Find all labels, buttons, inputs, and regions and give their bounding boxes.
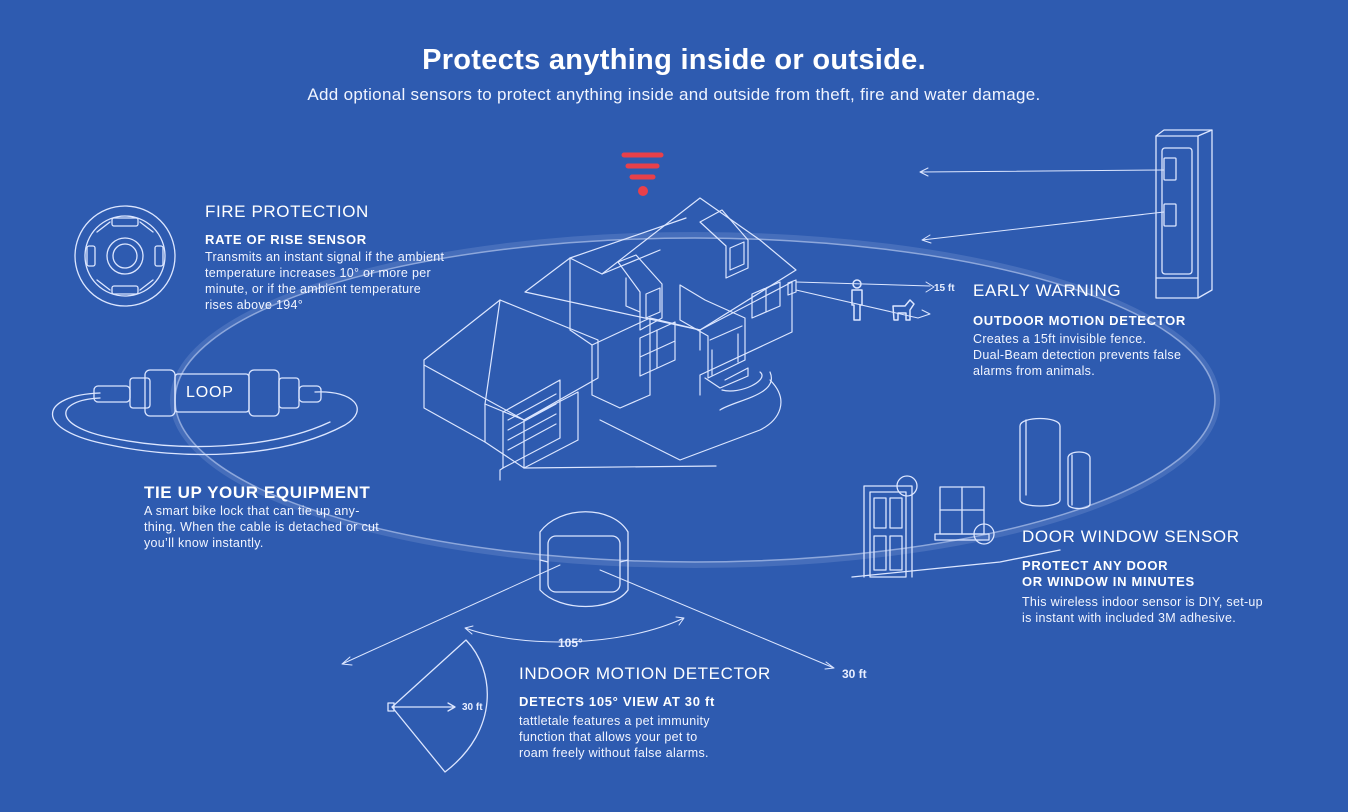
door-window-title: DOOR WINDOW SENSOR (1022, 527, 1240, 546)
window-icon (934, 486, 995, 545)
fire-title: FIRE PROTECTION (205, 202, 369, 221)
indoor-motion-line-2: function that allows your pet to (519, 730, 698, 744)
door-window-subtitle-2: OR WINDOW IN MINUTES (1022, 574, 1195, 589)
indoor-motion-subtitle: DETECTS 105° VIEW AT 30 ft (519, 694, 716, 709)
wifi-signal-icon (621, 152, 664, 196)
page-subtitle: Add optional sensors to protect anything… (307, 85, 1041, 104)
loop-line-2: thing. When the cable is detached or cut (144, 520, 380, 534)
early-warning-line-1: Creates a 15ft invisible fence. (973, 332, 1147, 346)
loop-line-3: you’ll know instantly. (144, 536, 264, 550)
door-window-sensor-icon (1019, 417, 1091, 510)
fire-subtitle: RATE OF RISE SENSOR (205, 232, 367, 247)
outdoor-distance-label: 15 ft (934, 283, 955, 294)
cable-lock-icon (51, 369, 358, 456)
smoke-detector-icon (74, 205, 176, 307)
door-icon (863, 475, 918, 578)
fire-line-1: Transmits an instant signal if the ambie… (205, 250, 445, 264)
outdoor-detector-arrows (919, 167, 1165, 244)
fire-line-2: temperature increases 10° or more per (205, 266, 431, 280)
indoor-motion-line-3: roam freely without false alarms. (519, 746, 709, 760)
page-title: Protects anything inside or outside. (422, 44, 926, 76)
outdoor-beams (795, 281, 935, 319)
early-warning-line-3: alarms from animals. (973, 364, 1095, 378)
fire-line-3: minute, or if the ambient temperature (205, 282, 422, 296)
indoor-motion-title: INDOOR MOTION DETECTOR (519, 664, 771, 683)
indoor-motion-detector-icon (539, 511, 629, 608)
loop-line-1: A smart bike lock that can tie up any- (144, 504, 360, 518)
dog-icon (892, 299, 915, 321)
early-warning-title: EARLY WARNING (973, 281, 1122, 300)
detection-fan-icon (387, 639, 488, 773)
indoor-detection-lines (341, 564, 835, 670)
door-window-line-2: is instant with included 3M adhesive. (1022, 611, 1236, 625)
fan-range-label: 30 ft (462, 702, 483, 713)
indoor-range-label: 30 ft (842, 667, 867, 681)
indoor-motion-line-1: tattletale features a pet immunity (519, 714, 710, 728)
indoor-angle-label: 105° (558, 636, 583, 650)
loop-device-label: LOOP (186, 384, 234, 401)
person-icon (851, 279, 863, 321)
door-window-line-1: This wireless indoor sensor is DIY, set-… (1022, 595, 1263, 609)
fire-line-4: rises above 194° (205, 298, 304, 312)
outdoor-motion-detector-icon (1155, 129, 1213, 299)
early-warning-subtitle: OUTDOOR MOTION DETECTOR (973, 313, 1187, 328)
house-icon (423, 197, 797, 481)
early-warning-line-2: Dual-Beam detection prevents false (973, 348, 1182, 362)
door-window-subtitle-1: PROTECT ANY DOOR (1022, 558, 1169, 573)
loop-title: TIE UP YOUR EQUIPMENT (144, 483, 371, 502)
floor-line (851, 549, 1061, 578)
